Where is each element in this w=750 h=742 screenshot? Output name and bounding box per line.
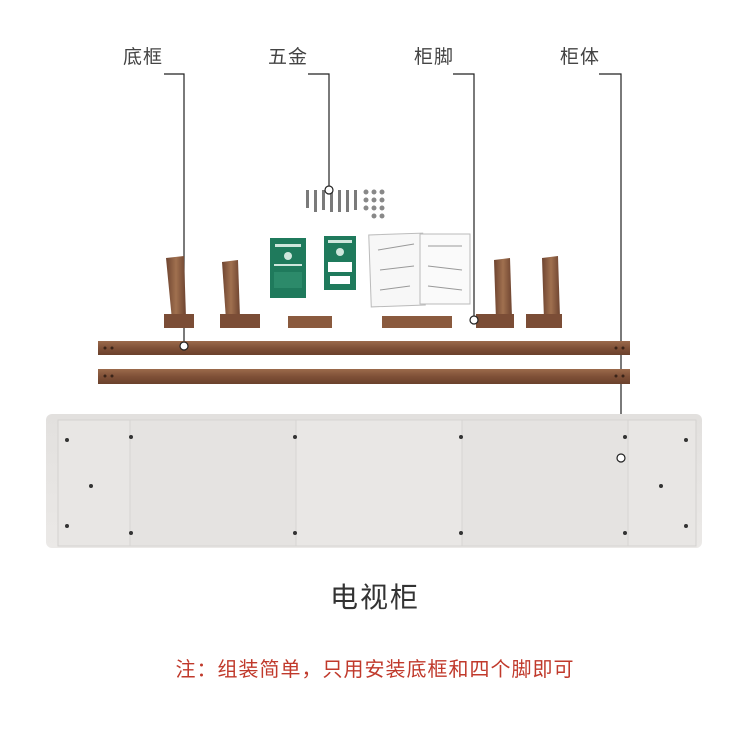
leader-lines <box>164 73 622 458</box>
leader-line-body <box>599 73 622 458</box>
leader-line-frame <box>164 73 185 346</box>
frame-rail-icon <box>98 341 630 355</box>
frame-bracket-icon <box>382 316 452 328</box>
frame-rail-icon <box>98 369 630 384</box>
cabinet-leg-icon <box>476 258 514 328</box>
cabinet-leg-icon <box>164 256 194 328</box>
leader-line-hardware <box>308 73 330 190</box>
warranty-card-icon <box>324 236 356 290</box>
label-hardware: 五金 <box>268 46 309 68</box>
cabinet-leg-icon <box>220 260 260 328</box>
hardware-screws-icon <box>306 189 385 219</box>
product-caption: 电视柜 <box>329 581 420 614</box>
manual-booklet-icon <box>270 238 306 298</box>
leader-line-legs <box>453 73 475 320</box>
instruction-sheet-icon <box>368 232 471 308</box>
cabinet-body-icon <box>46 414 702 548</box>
cabinet-leg-icon <box>526 256 562 328</box>
assembly-note: 注：组装简单，只用安装底框和四个脚即可 <box>175 657 575 681</box>
frame-bracket-icon <box>288 316 332 328</box>
label-legs: 柜脚 <box>414 46 455 68</box>
label-body: 柜体 <box>560 46 601 68</box>
label-frame: 底框 <box>123 46 164 68</box>
